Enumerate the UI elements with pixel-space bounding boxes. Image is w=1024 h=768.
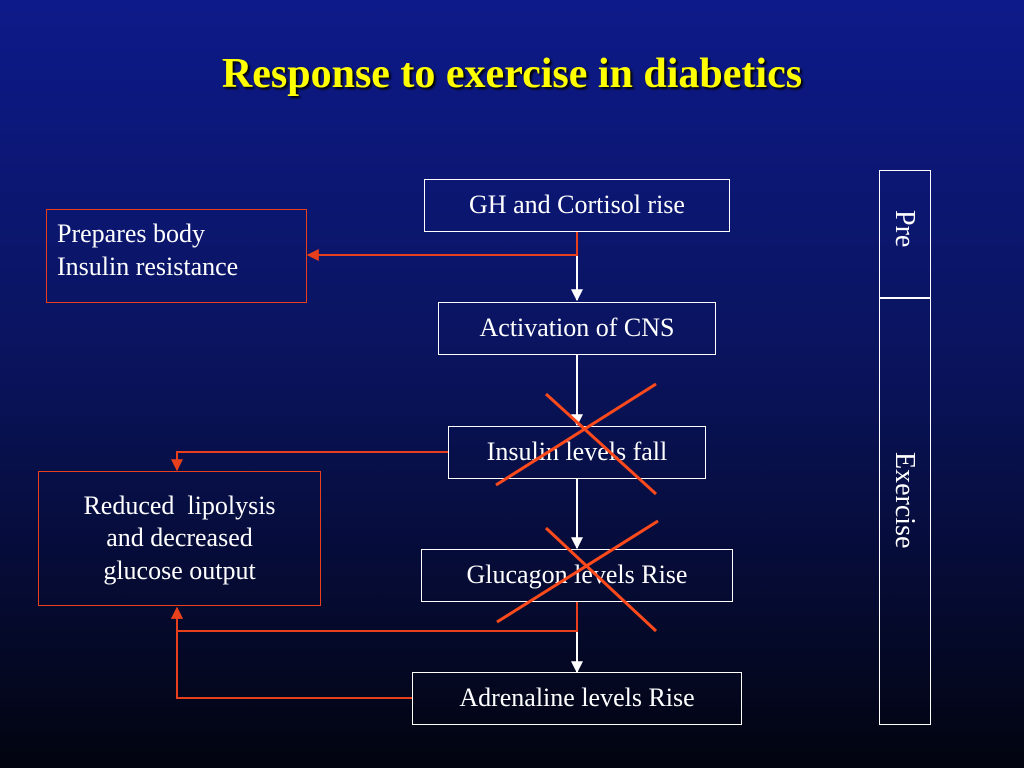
gh-cortisol-box: GH and Cortisol rise: [424, 179, 730, 232]
glucagon-label: Glucagon levels Rise: [466, 560, 688, 590]
insulin-box: Insulin levels fall: [448, 426, 706, 479]
reduced-line-3: glucose output: [103, 555, 256, 585]
adrenaline-box: Adrenaline levels Rise: [412, 672, 742, 725]
cns-label: Activation of CNS: [479, 313, 675, 343]
connector-insulin-to-reduced: [171, 451, 448, 472]
phase-pre-label: Pre: [889, 210, 920, 248]
insulin-cross-stroke-1: [544, 392, 658, 496]
reduced-line-2: and decreased: [106, 523, 253, 553]
insulin-cross-stroke-2: [495, 382, 657, 487]
glucagon-cross-stroke-1: [544, 526, 658, 633]
reduced-line-1: Reduced lipolysis: [83, 490, 276, 520]
prepares-line-1: Prepares body: [57, 219, 206, 248]
gh-cortisol-label: GH and Cortisol rise: [469, 190, 685, 220]
glucagon-box: Glucagon levels Rise: [421, 549, 733, 602]
adrenaline-label: Adrenaline levels Rise: [459, 683, 695, 713]
insulin-label: Insulin levels fall: [486, 437, 668, 467]
prepares-body-box: Prepares body Insulin resistance: [46, 209, 307, 303]
reduced-lipolysis-box: Reduced lipolysis and decreased glucose …: [38, 471, 321, 606]
phase-exercise-label: Exercise: [889, 452, 920, 549]
connector-adrenaline-to-reduced: [171, 606, 412, 699]
glucagon-cross-stroke-2: [496, 519, 659, 624]
prepares-line-2: Insulin resistance: [57, 251, 239, 281]
phase-column: [879, 170, 931, 725]
slide-title: Response to exercise in diabetics: [221, 51, 803, 97]
connector-gh-to-prepares: [306, 232, 578, 261]
cns-box: Activation of CNS: [438, 302, 716, 355]
